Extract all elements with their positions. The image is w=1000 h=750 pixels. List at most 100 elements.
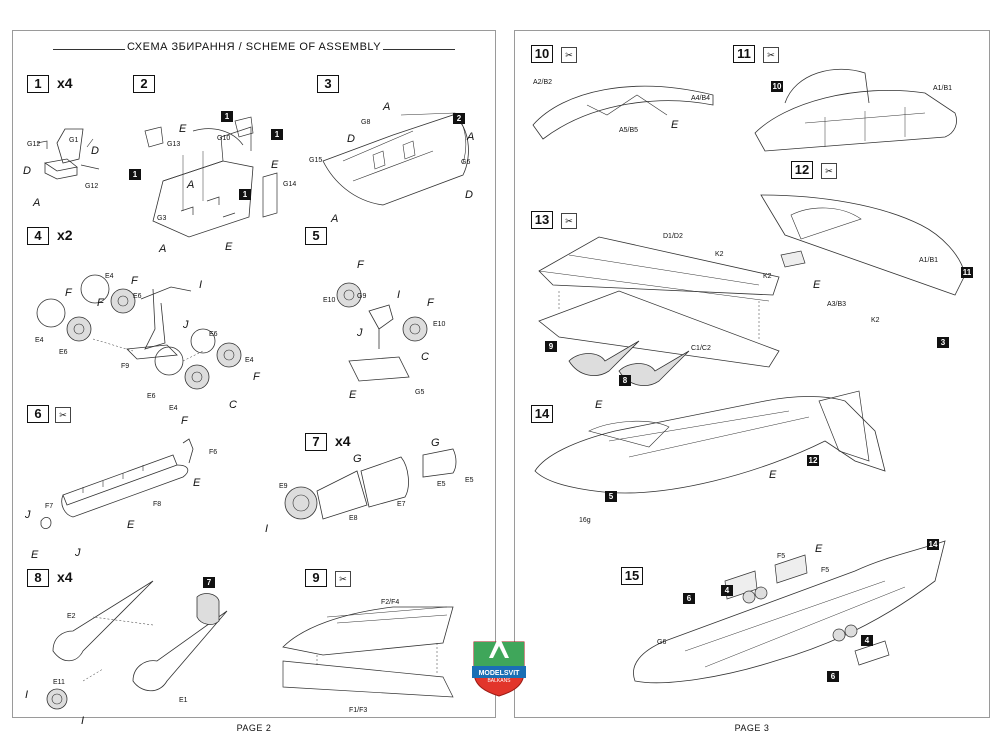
- part-label: G9: [357, 293, 367, 300]
- glue-letter: G: [431, 437, 440, 449]
- glue-letter: F: [97, 297, 104, 309]
- part-label: G8: [361, 119, 371, 126]
- part-label: G12: [85, 183, 99, 190]
- bay-door-drawing: [40, 438, 194, 529]
- part-label: A3/B3: [827, 301, 847, 308]
- part-label: G6: [657, 639, 667, 646]
- step-number: 10: [531, 45, 553, 63]
- step-reference: 12: [807, 455, 819, 466]
- part-label: A2/B2: [533, 79, 553, 86]
- glue-letter: F: [427, 297, 434, 309]
- glue-letter: F: [253, 371, 260, 383]
- glue-letter: E: [127, 519, 135, 531]
- step-quantity: x4: [57, 569, 73, 585]
- cutting-tool-icon: ✂: [561, 47, 577, 63]
- modelsvit-logo: MODELSVIT BALKANS: [470, 634, 528, 697]
- part-label: G12: [27, 141, 41, 148]
- part-label: G1: [69, 137, 79, 144]
- page-3: 10 ✂ A2/B2 A4/B4 A5/B5 E 11 ✂ A1/B1 10 1…: [514, 30, 990, 733]
- glue-letter: I: [25, 689, 29, 701]
- part-label: E4: [35, 337, 44, 344]
- main-gear-drawing: [36, 274, 242, 390]
- glue-letter: A: [331, 213, 339, 225]
- glue-letter: F: [131, 275, 138, 287]
- glue-letter: D: [465, 189, 473, 201]
- part-label: F8: [153, 501, 162, 508]
- step-quantity: x2: [57, 227, 73, 243]
- part-label: E6: [209, 331, 218, 338]
- page-number: PAGE 3: [734, 723, 770, 733]
- glue-letter: E: [271, 159, 279, 171]
- glue-letter: E: [225, 241, 233, 253]
- part-label: G3: [157, 215, 167, 222]
- glue-letter: J: [357, 327, 363, 339]
- part-label: A1/B1: [919, 257, 939, 264]
- cutting-tool-icon: ✂: [55, 407, 71, 423]
- cutting-tool-icon: ✂: [561, 213, 577, 229]
- cutting-tool-icon: ✂: [763, 47, 779, 63]
- glue-letter: C: [421, 351, 429, 363]
- airframe-lower-drawing: [633, 540, 946, 684]
- step-quantity: x4: [57, 75, 73, 91]
- glue-letter: E: [671, 119, 679, 131]
- part-label: C1/C2: [691, 345, 711, 352]
- part-label: G5: [415, 389, 425, 396]
- glue-letter: D: [91, 145, 99, 157]
- part-label: G10: [217, 135, 231, 142]
- glue-letter: C: [229, 399, 237, 411]
- part-label: E4: [105, 273, 114, 280]
- logo-subtext: BALKANS: [487, 678, 511, 684]
- part-label: E2: [67, 613, 76, 620]
- step-reference: 6: [683, 593, 695, 604]
- step-number: 9: [305, 569, 327, 587]
- step-number: 13: [531, 211, 553, 229]
- step-reference: 1: [271, 129, 283, 140]
- glue-letter: E: [769, 469, 777, 481]
- glue-letter: I: [397, 289, 401, 301]
- glue-letter: A: [187, 179, 195, 191]
- part-label: E6: [59, 349, 68, 356]
- part-label: K2: [763, 273, 772, 280]
- glue-letter: F: [357, 259, 364, 271]
- step-reference: 1: [129, 169, 141, 180]
- part-label: E1: [179, 697, 188, 704]
- glue-letter: J: [75, 547, 81, 559]
- step-reference: 4: [721, 585, 733, 596]
- glue-letter: F: [181, 415, 188, 427]
- tailplane-drawing: [282, 606, 454, 698]
- glue-letter: J: [25, 509, 31, 521]
- step-number: 1: [27, 75, 49, 93]
- part-label: G15: [309, 157, 323, 164]
- cockpit-floor-drawing: [144, 116, 278, 238]
- step-reference: 5: [605, 491, 617, 502]
- step-reference: 6: [827, 671, 839, 682]
- step-number: 8: [27, 569, 49, 587]
- airframe-drawing: [534, 390, 886, 494]
- step-reference: 1: [239, 189, 251, 200]
- step-reference: 9: [545, 341, 557, 352]
- part-label: E8: [349, 515, 358, 522]
- glue-letter: A: [33, 197, 41, 209]
- shield-icon: [472, 636, 526, 697]
- page-2: СХЕМА ЗБИРАННЯ / SCHEME OF ASSEMBLY 1 x4…: [12, 30, 496, 733]
- part-label: K2: [871, 317, 880, 324]
- part-label: F5: [821, 567, 830, 574]
- part-label: E10: [323, 297, 336, 304]
- step-number: 2: [133, 75, 155, 93]
- glue-letter: E: [349, 389, 357, 401]
- step-reference: 2: [453, 113, 465, 124]
- part-label: E6: [147, 393, 156, 400]
- step-reference: 3: [937, 337, 949, 348]
- cutting-tool-icon: ✂: [335, 571, 351, 587]
- engine-pod-drawing: [46, 580, 228, 710]
- part-label: F9: [121, 363, 130, 370]
- part-label: F1/F3: [349, 707, 368, 714]
- step-reference: 11: [961, 267, 973, 278]
- engine-nozzle-drawing: [284, 448, 457, 520]
- glue-letter: J: [183, 319, 189, 331]
- glue-letter: F: [65, 287, 72, 299]
- nose-gear-drawing: [336, 282, 428, 382]
- part-label: E5: [437, 481, 446, 488]
- part-label: F6: [209, 449, 218, 456]
- glue-letter: E: [179, 123, 187, 135]
